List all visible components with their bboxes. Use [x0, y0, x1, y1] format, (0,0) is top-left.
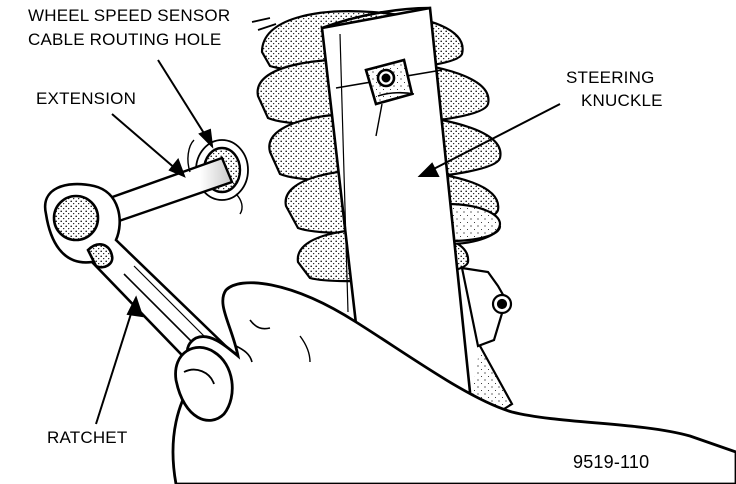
label-extension: EXTENSION [36, 89, 137, 108]
leader-sensor [157, 59, 213, 147]
leader-lines [95, 17, 561, 425]
knuckle-bracket [460, 266, 514, 416]
label-wheel-speed-sensor: WHEEL SPEED SENSOR [28, 6, 231, 25]
strut-tube [320, 6, 472, 402]
leader-ratchet [95, 297, 137, 425]
leader-knuckle [419, 103, 561, 177]
label-knuckle: KNUCKLE [581, 91, 663, 110]
figure-number: 9519-110 [573, 452, 650, 472]
label-ratchet: RATCHET [47, 428, 128, 447]
arrowhead-ratchet [126, 295, 144, 318]
hand [171, 281, 736, 484]
arrowhead-knuckle [417, 162, 440, 177]
leader-extension [111, 113, 185, 177]
ratchet [43, 182, 238, 382]
label-cable-routing-hole: CABLE ROUTING HOLE [28, 30, 222, 49]
label-steering: STEERING [566, 68, 655, 87]
extension [102, 139, 249, 224]
arrowhead-extension [168, 158, 186, 178]
arrowhead-sensor [198, 128, 214, 149]
label-tick-marks [251, 17, 277, 31]
